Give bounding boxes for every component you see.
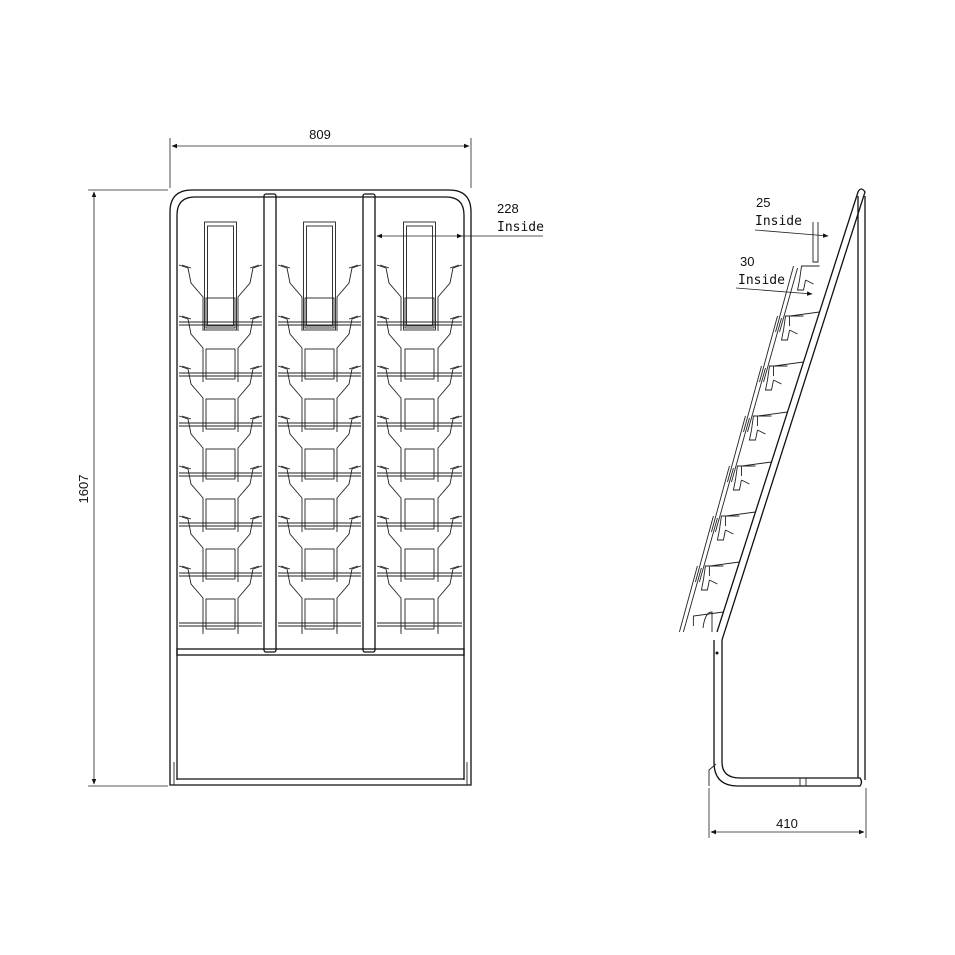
side-rail-front <box>716 188 866 641</box>
dim-pocket-width-value: 228 <box>497 201 519 216</box>
side-top-tab <box>812 222 819 263</box>
side-bottom-clip <box>702 611 713 632</box>
front-pocket-c0-r2 <box>178 365 263 432</box>
front-pocket-c2-r4 <box>376 465 463 532</box>
side-pocket-stack <box>678 222 820 633</box>
side-pocket-3 <box>727 415 772 483</box>
dim-depth-label: 410 <box>776 816 798 831</box>
divider-left <box>263 193 277 653</box>
front-frame-outer <box>169 189 472 786</box>
dim-pocket-depth-top-value: 25 <box>756 195 770 210</box>
side-pocket-6 <box>678 565 724 633</box>
front-pocket-c0-r4 <box>178 465 263 532</box>
front-pocket-c0-r3 <box>178 415 263 482</box>
front-pocket-grid <box>178 221 463 634</box>
front-pocket-c2-r2 <box>376 365 463 432</box>
front-pocket-c0-r1 <box>178 315 263 382</box>
side-back-support <box>857 196 866 780</box>
front-pocket-c0-r5 <box>178 515 263 582</box>
front-view: 809 1607 228 Inside <box>76 127 544 787</box>
back-slot-1 <box>303 221 336 331</box>
front-pocket-c1-r3 <box>277 415 362 482</box>
dim-width: 809 <box>169 127 472 188</box>
front-pocket-c1-r0 <box>277 264 362 331</box>
front-frame-inner <box>176 196 465 780</box>
dim-pocket-depth-lower: 30 Inside <box>735 254 813 296</box>
dim-height: 1607 <box>76 189 168 787</box>
front-pocket-c2-r0 <box>376 264 463 331</box>
dim-pocket-depth-top-note: Inside <box>755 214 802 229</box>
front-pocket-c2-r3 <box>376 415 463 482</box>
side-leg <box>713 640 863 787</box>
front-pocket-c2-r1 <box>376 315 463 382</box>
back-slot-2 <box>403 221 436 331</box>
side-pocket-2 <box>743 365 788 433</box>
side-view: 410 25 Inside 30 Inside <box>678 188 867 838</box>
front-pocket-c1-r1 <box>277 315 362 382</box>
dim-pocket-depth-lower-value: 30 <box>740 254 754 269</box>
dim-pocket-width: 228 Inside <box>376 201 544 239</box>
side-pocket-1 <box>759 315 804 383</box>
front-pocket-c2-r5 <box>376 515 463 582</box>
lower-crossbar <box>176 648 465 656</box>
front-pocket-c0-r0 <box>178 264 263 331</box>
front-pocket-c1-r2 <box>277 365 362 432</box>
dim-depth: 410 <box>708 788 867 838</box>
dim-pocket-depth-top: 25 Inside <box>754 195 829 238</box>
front-pocket-c1-r5 <box>277 515 362 582</box>
divider-right <box>362 193 376 653</box>
dim-height-label: 1607 <box>76 475 91 504</box>
dim-pocket-width-note: Inside <box>497 220 544 235</box>
dim-pocket-depth-lower-note: Inside <box>738 273 785 288</box>
back-slot-0 <box>204 221 237 331</box>
dim-width-label: 809 <box>309 127 331 142</box>
front-pocket-c1-r4 <box>277 465 362 532</box>
